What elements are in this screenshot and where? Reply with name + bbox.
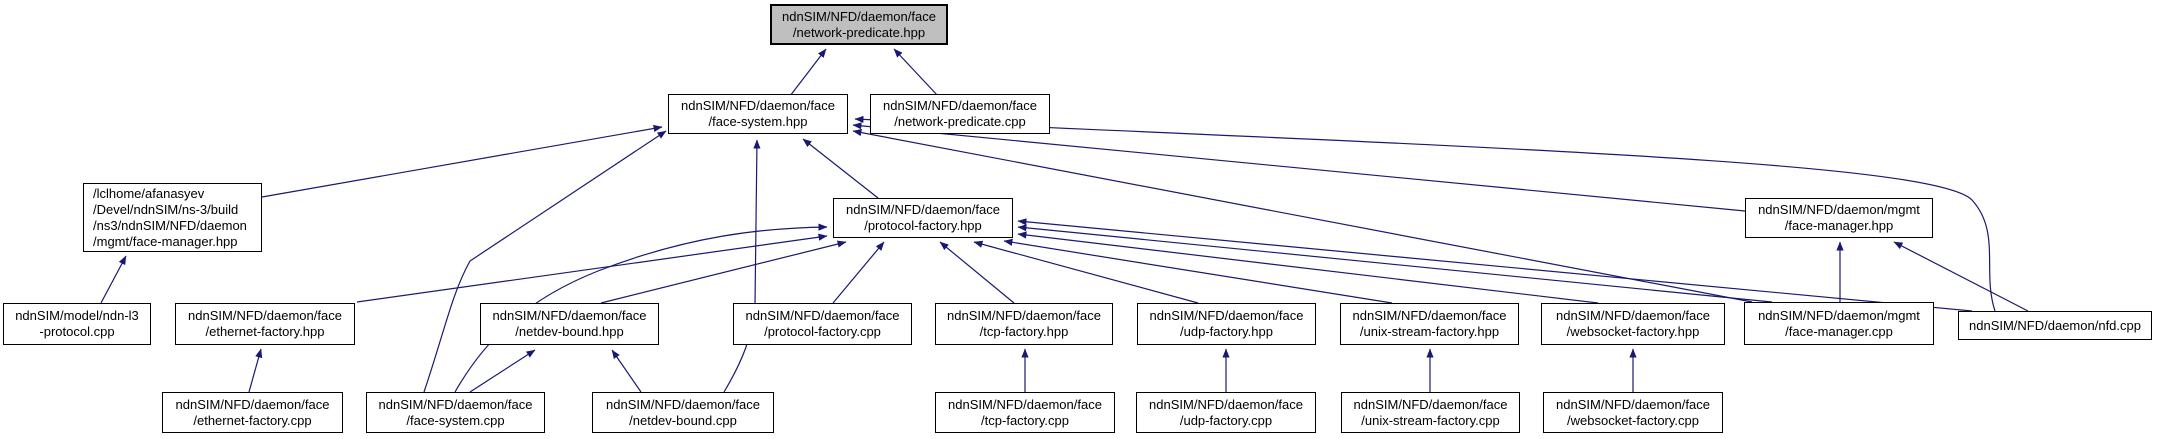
graph-node-ethernet-factory-cpp[interactable]: ndnSIM/NFD/daemon/face/ethernet-factory.… (162, 392, 343, 433)
graph-node-tcp-factory-cpp[interactable]: ndnSIM/NFD/daemon/face/tcp-factory.cpp (935, 392, 1115, 433)
graph-node-label: ndnSIM/NFD/daemon/face (188, 308, 342, 323)
graph-node-label: ndnSIM/NFD/daemon/face (846, 202, 1000, 217)
graph-node-label: /ethernet-factory.hpp (205, 324, 325, 339)
graph-node-label: /Devel/ndnSIM/ns-3/build (93, 201, 239, 217)
graph-node-label: /mgmt/face-manager.hpp (93, 233, 238, 249)
graph-node-ethernet-factory-hpp[interactable]: ndnSIM/NFD/daemon/face/ethernet-factory.… (175, 303, 355, 345)
graph-node-nfd-cpp[interactable]: ndnSIM/NFD/daemon/nfd.cpp (1958, 311, 2152, 340)
include-edge-udp-factory-hpp-to-protocol-factory-hpp (973, 240, 1199, 304)
graph-node-label: ndnSIM/NFD/daemon/face (492, 308, 647, 323)
graph-node-network-predicate-cpp[interactable]: ndnSIM/NFD/daemon/face/network-predicate… (870, 94, 1050, 134)
graph-node-label: ndnSIM/NFD/daemon/face (883, 98, 1037, 113)
graph-node-label: ndnSIM/NFD/daemon/face (1556, 308, 1710, 323)
graph-node-label: ndnSIM/NFD/daemon/face (681, 98, 835, 113)
include-edge-nfd-cpp-to-face-manager-hpp (1893, 241, 2029, 312)
include-edge-nfd-cpp-to-face-system-hpp (854, 115, 1996, 312)
include-edge-protocol-factory-hpp-to-face-system-hpp (802, 138, 879, 199)
graph-node-label: ndnSIM/NFD/daemon/face (175, 396, 330, 412)
graph-node-protocol-factory-cpp[interactable]: ndnSIM/NFD/daemon/face/protocol-factory.… (733, 303, 912, 345)
include-edge-tcp-factory-hpp-to-protocol-factory-hpp (939, 241, 1015, 304)
graph-node-label: ndnSIM/NFD/daemon/nfd.cpp (1969, 317, 2141, 333)
graph-node-label: /unix-stream-factory.hpp (1359, 324, 1500, 339)
graph-node-build-face-manager-hpp[interactable]: /lclhome/afanasyev/Devel/ndnSIM/ns-3/bui… (83, 183, 262, 252)
graph-node-face-system-hpp[interactable]: ndnSIM/NFD/daemon/face/face-system.hpp (668, 94, 848, 134)
graph-node-label: /face-system.cpp (406, 412, 505, 428)
graph-node-label: ndnSIM/NFD/daemon/face (1149, 308, 1304, 323)
include-edge-netdev-bound-hpp-to-protocol-factory-hpp (600, 240, 847, 304)
graph-node-netdev-bound-cpp[interactable]: ndnSIM/NFD/daemon/face/netdev-bound.cpp (592, 392, 774, 433)
graph-node-label: /websocket-factory.cpp (1567, 412, 1699, 428)
graph-node-protocol-factory-hpp[interactable]: ndnSIM/NFD/daemon/face/protocol-factory.… (833, 198, 1013, 238)
graph-node-label: ndnSIM/NFD/daemon/face (378, 396, 533, 412)
graph-node-label: /tcp-factory.hpp (979, 324, 1069, 339)
graph-node-udp-factory-hpp[interactable]: ndnSIM/NFD/daemon/face/udp-factory.hpp (1137, 303, 1316, 345)
include-edge-face-system-hpp-to-network-predicate-hpp (789, 48, 827, 97)
graph-node-face-system-cpp[interactable]: ndnSIM/NFD/daemon/face/face-system.cpp (366, 392, 545, 433)
graph-node-label: /websocket-factory.hpp (1566, 324, 1700, 339)
include-edge-nfd-cpp-to-protocol-factory-hpp (1017, 218, 1973, 312)
graph-node-label: ndnSIM/NFD/daemon/face (1352, 308, 1507, 323)
graph-node-label: ndnSIM/NFD/daemon/face (947, 308, 1101, 323)
include-edge-netdev-bound-cpp-to-netdev-bound-hpp (611, 349, 642, 393)
graph-node-websocket-factory-cpp[interactable]: ndnSIM/NFD/daemon/face/websocket-factory… (1543, 392, 1723, 433)
graph-node-face-manager-hpp[interactable]: ndnSIM/NFD/daemon/mgmt/face-manager.hpp (1745, 198, 1933, 238)
include-edge-face-manager-hpp-to-face-system-hpp (852, 122, 1746, 212)
graph-node-label: /netdev-bound.cpp (629, 412, 737, 428)
include-edge-face-system-cpp-to-face-system-hpp (423, 130, 667, 393)
graph-node-label: -protocol.cpp (39, 324, 115, 339)
graph-node-label: /face-system.hpp (708, 114, 808, 129)
graph-node-label: /netdev-bound.hpp (515, 324, 624, 339)
include-edge-network-predicate-cpp-to-network-predicate-hpp (893, 48, 939, 97)
graph-node-label: ndnSIM/NFD/daemon/mgmt (1758, 307, 1920, 323)
graph-node-tcp-factory-hpp[interactable]: ndnSIM/NFD/daemon/face/tcp-factory.hpp (935, 303, 1113, 345)
include-edge-ethernet-factory-hpp-to-protocol-factory-hpp (356, 233, 828, 303)
graph-node-label: /tcp-factory.cpp (981, 412, 1069, 428)
graph-node-label: ndnSIM/NFD/daemon/face (1353, 396, 1508, 412)
graph-node-label: /network-predicate.hpp (792, 24, 926, 40)
graph-node-label: /unix-stream-factory.cpp (1361, 412, 1500, 428)
graph-node-unix-stream-factory-hpp[interactable]: ndnSIM/NFD/daemon/face/unix-stream-facto… (1340, 303, 1519, 345)
include-edge-ndn-l3-protocol-cpp-to-build-face-manager-hpp (100, 255, 127, 304)
graph-node-websocket-factory-hpp[interactable]: ndnSIM/NFD/daemon/face/websocket-factory… (1541, 303, 1725, 345)
include-edge-face-manager-cpp-to-face-system-hpp (852, 129, 1753, 303)
include-edge-websocket-factory-hpp-to-protocol-factory-hpp (1017, 231, 1599, 304)
graph-node-label: /face-manager.cpp (1785, 323, 1893, 339)
graph-node-label: ndnSIM/NFD/daemon/face (745, 308, 900, 323)
include-edge-face-system-cpp-to-netdev-bound-hpp (469, 349, 536, 393)
graph-node-label: /face-manager.hpp (1784, 218, 1894, 233)
include-edge-protocol-factory-cpp-to-protocol-factory-hpp (832, 241, 885, 304)
graph-node-ndn-l3-protocol-cpp[interactable]: ndnSIM/model/ndn-l3-protocol.cpp (3, 303, 151, 345)
graph-node-network-predicate-hpp: ndnSIM/NFD/daemon/face/network-predicate… (770, 4, 948, 45)
graph-node-label: /ethernet-factory.cpp (193, 412, 312, 428)
graph-node-unix-stream-factory-cpp[interactable]: ndnSIM/NFD/daemon/face/unix-stream-facto… (1341, 392, 1520, 433)
graph-node-label: /udp-factory.hpp (1180, 324, 1273, 339)
include-edge-face-manager-cpp-to-protocol-factory-hpp (1017, 224, 1773, 303)
graph-node-label: ndnSIM/model/ndn-l3 (15, 308, 139, 323)
graph-node-label: /udp-factory.cpp (1179, 412, 1273, 428)
graph-node-label: ndnSIM/NFD/daemon/face (1556, 396, 1710, 412)
graph-node-label: /ns3/ndnSIM/NFD/daemon (93, 217, 247, 233)
include-edge-ethernet-factory-cpp-to-ethernet-factory-hpp (248, 348, 263, 393)
include-edge-unix-stream-factory-hpp-to-protocol-factory-hpp (1003, 238, 1393, 304)
graph-node-label: ndnSIM/NFD/daemon/face (1149, 396, 1303, 412)
graph-node-label: ndnSIM/NFD/daemon/mgmt (1758, 202, 1920, 217)
graph-node-udp-factory-cpp[interactable]: ndnSIM/NFD/daemon/face/udp-factory.cpp (1136, 392, 1316, 433)
graph-node-label: ndnSIM/NFD/daemon/face (606, 396, 760, 412)
graph-node-label: /lclhome/afanasyev (93, 185, 205, 201)
graph-node-label: /protocol-factory.cpp (764, 324, 881, 339)
include-edge-build-face-manager-hpp-to-face-system-hpp (261, 124, 663, 198)
graph-node-label: ndnSIM/NFD/daemon/face (948, 396, 1102, 412)
graph-node-netdev-bound-hpp[interactable]: ndnSIM/NFD/daemon/face/netdev-bound.hpp (480, 303, 659, 345)
graph-node-label: ndnSIM/NFD/daemon/face (782, 8, 936, 24)
graph-node-label: /network-predicate.cpp (894, 114, 1026, 129)
graph-node-label: /protocol-factory.hpp (864, 218, 982, 233)
graph-node-face-manager-cpp[interactable]: ndnSIM/NFD/daemon/mgmt/face-manager.cpp (1744, 302, 1934, 345)
